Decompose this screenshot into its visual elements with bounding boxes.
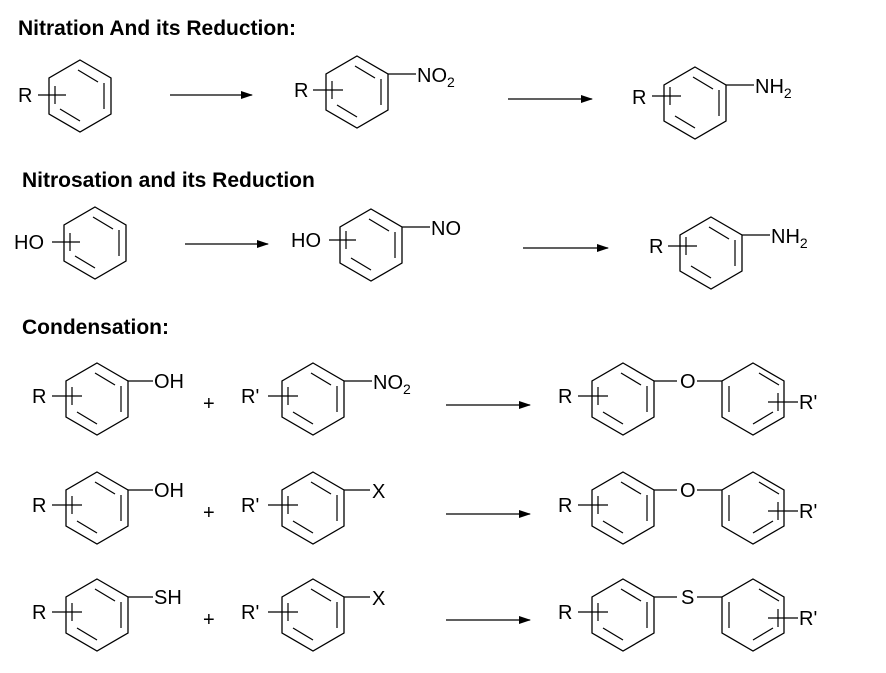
- nitration-reactant-R: R: [18, 85, 32, 107]
- nitration-nitro-product: R NO2: [294, 55, 455, 129]
- nitrosation-amine-product: R NH2: [649, 216, 808, 290]
- ether-2-O: O: [680, 480, 696, 502]
- ether-1-O: O: [680, 371, 696, 393]
- plus-sign-3: +: [203, 609, 215, 631]
- thioether-R: R: [558, 602, 572, 624]
- phenol-2-OH: OH: [154, 480, 184, 502]
- nitrosation-amine-R: R: [649, 236, 663, 258]
- condensation-nitroarene: R' NO2: [241, 362, 411, 436]
- ether-2-R-prime: R': [799, 501, 817, 523]
- ether-1-R: R: [558, 386, 572, 408]
- aryl-halide-1-X: X: [372, 481, 385, 503]
- amine-group-label-2: NH2: [771, 226, 808, 251]
- condensation-aryl-halide-1: R' X: [241, 471, 385, 545]
- aryl-halide-2-X: X: [372, 588, 385, 610]
- phenol-1-R: R: [32, 386, 46, 408]
- nitroso-group-label: NO: [431, 218, 461, 240]
- nitrosation-reactant: HO: [14, 206, 127, 280]
- phenol-HO-label: HO: [14, 232, 44, 254]
- condensation-aryl-halide-2: R' X: [241, 578, 385, 652]
- thioether-R-prime: R': [799, 608, 817, 630]
- nitrosation-product: HO NO: [291, 208, 461, 282]
- phenol-1-OH: OH: [154, 371, 184, 393]
- ether-1-R-prime: R': [799, 392, 817, 414]
- phenol-2-R: R: [32, 495, 46, 517]
- nitro-group-label: NO2: [417, 65, 455, 90]
- aryl-halide-1-R-prime: R': [241, 495, 259, 517]
- plus-sign-1: +: [203, 393, 215, 415]
- nitration-nitro-R: R: [294, 80, 308, 102]
- nitroarene-R-prime: R': [241, 386, 259, 408]
- condensation-thiophenol: R SH: [32, 578, 182, 652]
- diaryl-thioether-product: R S R': [558, 578, 817, 652]
- ether-2-R: R: [558, 495, 572, 517]
- aryl-halide-2-R-prime: R': [241, 602, 259, 624]
- plus-sign-2: +: [203, 502, 215, 524]
- thioether-S: S: [681, 587, 694, 609]
- nitration-amine-R: R: [632, 87, 646, 109]
- nitration-amine-product: R NH2: [632, 66, 792, 140]
- nitration-heading: Nitration And its Reduction:: [18, 17, 296, 40]
- nitroarene-NO2: NO2: [373, 372, 411, 397]
- diaryl-ether-product-2: R O R': [558, 471, 817, 545]
- thiophenol-SH: SH: [154, 587, 182, 609]
- nitroso-HO-label: HO: [291, 230, 321, 252]
- thiophenol-R: R: [32, 602, 46, 624]
- nitrosation-heading: Nitrosation and its Reduction: [22, 169, 315, 192]
- condensation-phenol-1: R OH: [32, 362, 184, 436]
- condensation-phenol-2: R OH: [32, 471, 184, 545]
- nitration-reactant: R: [18, 59, 112, 133]
- amine-group-label: NH2: [755, 76, 792, 101]
- diaryl-ether-product-1: R O R': [558, 362, 817, 436]
- condensation-heading: Condensation:: [22, 316, 169, 339]
